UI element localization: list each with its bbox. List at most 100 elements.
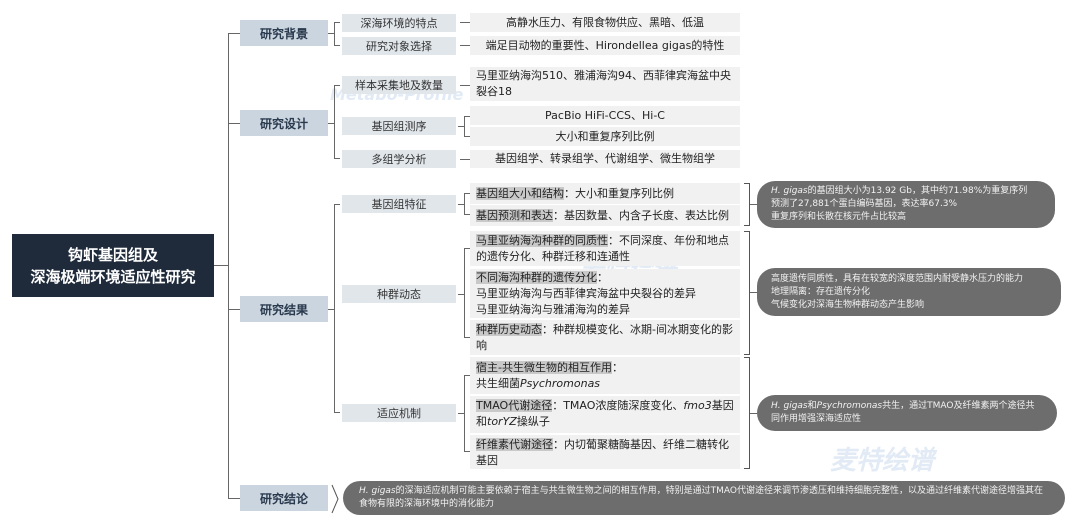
bracket (744, 357, 750, 469)
bracket (464, 116, 470, 137)
species-name: H. gigas (771, 401, 808, 411)
connector (228, 33, 229, 499)
callout-text: 共生，通过TMAO及纤维素两个途径共同作用增强深海适应性 (771, 401, 1035, 424)
connector (328, 123, 334, 124)
detail-differentiation[interactable]: 不同海沟种群的遗传分化： 马里亚纳海沟与西菲律宾海盆中央裂谷的差异马里亚纳海沟与雅… (470, 269, 740, 318)
topic-results[interactable]: 研究结果 (240, 296, 328, 322)
detail-text: 基因和 (476, 399, 734, 428)
connector (460, 85, 470, 86)
bracket (464, 193, 470, 215)
detail-text: 基因组学、转录组学、代谢组学、微生物组学 (495, 152, 715, 165)
detail-text: 马里亚纳海沟510、雅浦海沟94、西菲律宾海盆中央裂谷18 (476, 69, 731, 98)
connector (750, 413, 757, 414)
detail[interactable]: 端足目动物的重要性、Hirondellea gigas的特性 (470, 36, 740, 55)
detail-heading: 种群历史动态 (476, 323, 542, 336)
subtopic-adaptation[interactable]: 适应机制 (342, 404, 456, 422)
connector (750, 292, 757, 293)
bracket (334, 22, 340, 46)
subtopic-sequencing[interactable]: 基因组测序 (342, 117, 456, 135)
detail-text: 高静水压力、有限食物供应、黑暗、低温 (506, 15, 704, 29)
detail-heading: TMAO代谢途径 (476, 399, 553, 412)
detail-text: 大小和重复序列比例 (555, 129, 655, 143)
subtopic-multiomics[interactable]: 多组学分析 (342, 150, 456, 168)
bracket (464, 248, 470, 338)
connector (458, 204, 464, 205)
connector (458, 126, 464, 127)
topic-design[interactable]: 研究设计 (240, 110, 328, 136)
detail-tmao[interactable]: TMAO代谢途径：TMAO浓度随深度变化、fmo3基因和torYZ操纵子 (470, 396, 740, 433)
callout-text: 预测了27,881个蛋白编码基因，表达率67.3% (771, 199, 958, 209)
detail-text: 操纵子 (516, 415, 550, 428)
root-title-line1: 钩虾基因组及 (67, 245, 158, 264)
conclusion-callout: H. gigas的深海适应机制可能主要依赖于宿主与共生微生物之间的相互作用，特别… (343, 481, 1065, 515)
detail-text: 共生细菌 (476, 376, 520, 390)
connector (458, 413, 464, 414)
topic-background[interactable]: 研究背景 (240, 20, 328, 46)
detail-homogeneity[interactable]: 马里亚纳海沟种群的同质性：不同深度、年份和地点的遗传分化、种群迁移和连通性 (470, 231, 740, 266)
detail[interactable]: 大小和重复序列比例 (470, 127, 740, 146)
subtopic-deep-sea-features[interactable]: 深海环境的特点 (342, 14, 456, 32)
detail-host-symbiont[interactable]: 宿主-共生微生物的相互作用：共生细菌Psychromonas (470, 357, 740, 394)
callout-text: 地理隔离：存在遗传分化 (771, 286, 871, 297)
detail-gene-prediction[interactable]: 基因预测和表达：基因数量、内含子长度、表达比例 (470, 205, 740, 226)
conclusion-text: 的深海适应机制可能主要依赖于宿主与共生微生物之间的相互作用，特别是通过TMAO代… (359, 486, 1043, 509)
detail-heading: 马里亚纳海沟种群的同质性 (476, 234, 608, 247)
bracket (334, 85, 340, 159)
detail-text: ： (597, 270, 608, 284)
detail-heading: 基因组大小和结构 (476, 186, 564, 200)
detail[interactable]: 马里亚纳海沟510、雅浦海沟94、西菲律宾海盆中央裂谷18 (470, 67, 740, 101)
connector (458, 294, 464, 295)
connector (460, 22, 470, 23)
connector (460, 159, 470, 160)
callout-text: 和 (807, 401, 817, 411)
detail-text: 马里亚纳海沟与雅浦海沟的差异 (476, 302, 630, 316)
detail-text: ：TMAO浓度随深度变化、 (552, 399, 684, 412)
connector (228, 498, 240, 499)
watermark-cn-2: 麦特绘谱 (830, 446, 935, 476)
connector (228, 33, 240, 34)
subtopic-genome-features[interactable]: 基因组特征 (342, 195, 456, 213)
bracket (464, 375, 470, 452)
detail-cellulose[interactable]: 纤维素代谢途径：内切葡聚糖酶基因、纤维二糖转化基因 (470, 435, 740, 469)
connector (750, 204, 757, 205)
detail-heading: 宿主-共生微生物的相互作用 (476, 360, 612, 374)
detail-text: ：内切葡聚糖酶基因、纤维二糖转化基因 (476, 438, 729, 467)
detail-heading: 不同海沟种群的遗传分化 (476, 270, 597, 284)
species-name: H. gigas (771, 186, 808, 196)
detail[interactable]: PacBio HiFi-CCS、Hi-C (470, 106, 740, 125)
callout-text: 高度遗传同质性，具有在较宽的深度范围内耐受静水压力的能力 (771, 273, 1024, 284)
callout-adaptation: H. gigas和Psychromonas共生，通过TMAO及纤维素两个途径共同… (757, 395, 1057, 431)
detail-text: ：基因数量、内含子长度、表达比例 (553, 208, 729, 222)
connector (214, 265, 228, 266)
callout-text: 的基因组大小为13.92 Gb，其中约71.98%为重复序列 (807, 186, 1028, 196)
subtopic-research-object[interactable]: 研究对象选择 (342, 37, 456, 55)
callout-text: 气候变化对深海生物种群动态产生影响 (771, 299, 925, 310)
connector (328, 33, 334, 34)
detail-text: ：大小和重复序列比例 (564, 186, 674, 200)
detail-genome-size[interactable]: 基因组大小和结构：大小和重复序列比例 (470, 183, 740, 204)
detail-heading: 基因预测和表达 (476, 208, 553, 222)
subtopic-sampling[interactable]: 样本采集地及数量 (342, 76, 456, 94)
detail-text: ：不同深度、年份和地点的遗传分化、种群迁移和连通性 (476, 234, 729, 263)
gene-name: torYZ (487, 415, 517, 428)
detail[interactable]: 基因组学、转录组学、代谢组学、微生物组学 (470, 150, 740, 168)
detail-history[interactable]: 种群历史动态：种群规模变化、冰期-间冰期变化的影响 (470, 320, 740, 355)
detail-text: 端足目动物的重要性、Hirondellea gigas的特性 (485, 38, 725, 52)
detail-text: PacBio HiFi-CCS、Hi-C (545, 108, 665, 122)
connector (328, 309, 334, 310)
topic-conclusion[interactable]: 研究结论 (240, 485, 328, 511)
root-title-line2: 深海极端环境适应性研究 (30, 267, 196, 286)
subtopic-population-dynamics[interactable]: 种群动态 (342, 285, 456, 303)
bracket (334, 204, 340, 413)
detail-text: 马里亚纳海沟与西菲律宾海盆中央裂谷的差异 (476, 286, 696, 300)
connector (460, 45, 470, 46)
connector (228, 123, 240, 124)
species-name: H. gigas (359, 486, 396, 496)
detail-heading: 纤维素代谢途径 (476, 438, 553, 451)
bracket (744, 231, 750, 355)
bracket (744, 183, 750, 226)
callout-population: 高度遗传同质性，具有在较宽的深度范围内耐受静水压力的能力 地理隔离：存在遗传分化… (757, 268, 1061, 316)
detail[interactable]: 高静水压力、有限食物供应、黑暗、低温 (470, 13, 740, 32)
root-topic[interactable]: 钩虾基因组及 深海极端环境适应性研究 (12, 234, 214, 297)
